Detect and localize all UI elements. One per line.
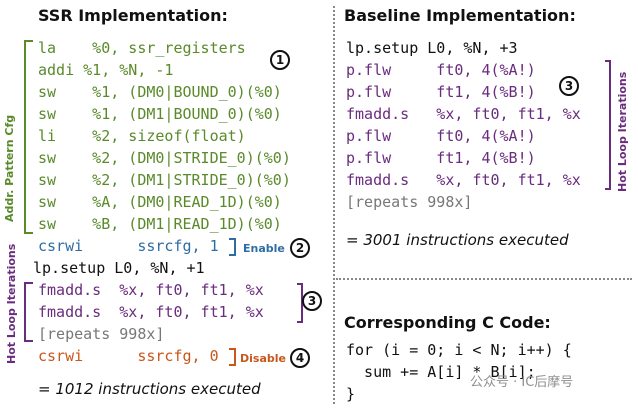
code-line: fmadd.s %x, ft0, ft1, %x: [38, 303, 264, 321]
addr-pattern-bracket: [24, 40, 33, 234]
code-line: sw %1, (DM1|BOUND_0)(%0): [38, 105, 282, 123]
enable-bracket: [229, 238, 236, 256]
code-line: sw %A, (DM0|READ_1D)(%0): [38, 193, 282, 211]
baseline-hot-loop-label: Hot Loop Iterations: [616, 71, 629, 192]
code-line: fmadd.s %x, ft0, ft1, %x: [38, 281, 264, 299]
code-line: sum += A[i] * B[i];: [346, 363, 536, 381]
baseline-title: Baseline Implementation:: [344, 6, 576, 25]
code-line: for (i = 0; i < N; i++) {: [346, 341, 572, 359]
disable-bracket: [229, 348, 236, 366]
code-line: p.flw ft0, 4(%A!): [346, 61, 536, 79]
code-line: sw %2, (DM1|STRIDE_0)(%0): [38, 171, 291, 189]
enable-label: Enable: [243, 242, 285, 255]
baseline-loop-setup: lp.setup L0, %N, +3: [346, 39, 518, 57]
code-line: li %2, sizeof(float): [38, 127, 246, 145]
code-line: la %0, ssr_registers: [38, 39, 246, 57]
ssr-hot-loop-bracket: [24, 282, 33, 342]
code-line: p.flw ft1, 4(%B!): [346, 149, 536, 167]
baseline-result: = 3001 instructions executed: [346, 231, 569, 249]
addr-pattern-label: Addr. Pattern Cfg: [3, 114, 16, 222]
code-line: sw %2, (DM0|STRIDE_0)(%0): [38, 149, 291, 167]
watermark: 公众号 · IC后摩号: [470, 375, 574, 390]
code-line: addi %1, %N, -1: [38, 61, 174, 79]
code-line: sw %B, (DM1|READ_1D)(%0): [38, 215, 282, 233]
marker-2: 2: [290, 238, 310, 258]
baseline-loop-code: p.flw ft0, 4(%A!) p.flw ft1, 4(%B!) fmadd.…: [346, 59, 581, 191]
code-line: sw %1, (DM0|BOUND_0)(%0): [38, 83, 282, 101]
vertical-divider: [333, 6, 335, 404]
ssr-loop-code: fmadd.s %x, ft0, ft1, %x fmadd.s %x, ft0,…: [38, 279, 264, 323]
marker-4: 4: [290, 348, 310, 368]
ssr-title: SSR Implementation:: [38, 6, 228, 25]
ssr-hot-loop-label: Hot Loop Iterations: [5, 243, 18, 364]
disable-label: Disable: [240, 352, 286, 365]
code-line: fmadd.s %x, ft0, ft1, %x: [346, 171, 581, 189]
c-code-block: for (i = 0; i < N; i++) { sum += A[i] * …: [346, 339, 572, 405]
ssr-loop-setup: lp.setup L0, %N, +1: [33, 259, 205, 277]
marker-3-baseline: 3: [559, 76, 579, 96]
code-line: fmadd.s %x, ft0, ft1, %x: [346, 105, 581, 123]
c-code-title: Corresponding C Code:: [344, 313, 551, 332]
code-line: p.flw ft0, 4(%A!): [346, 127, 536, 145]
ssr-repeats: [repeats 998x]: [38, 325, 165, 343]
ssr-result: = 1012 instructions executed: [38, 380, 261, 398]
horizontal-divider: [336, 278, 632, 280]
ssr-disable-line: csrwi ssrcfg, 0: [38, 347, 219, 365]
marker-1: 1: [270, 50, 290, 70]
ssr-enable-line: csrwi ssrcfg, 1: [38, 237, 219, 255]
marker-3: 3: [302, 291, 322, 311]
baseline-repeats: [repeats 998x]: [346, 193, 473, 211]
code-line: }: [346, 385, 356, 403]
code-line: p.flw ft1, 4(%B!): [346, 83, 536, 101]
baseline-hot-loop-bracket: [605, 60, 611, 190]
